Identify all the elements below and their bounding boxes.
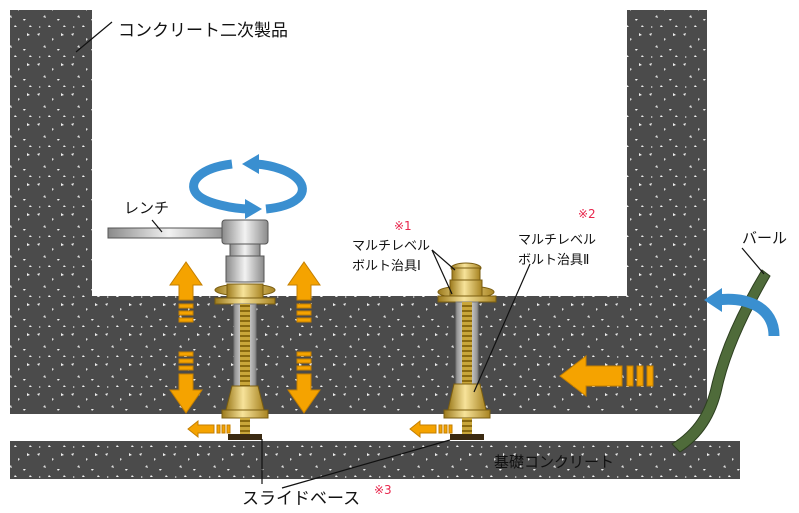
wrench-label: レンチ xyxy=(124,199,169,217)
jig2-label-line2: ボルト治具Ⅱ xyxy=(518,253,589,268)
crowbar-label: バール xyxy=(742,229,787,247)
slide-base-label: スライドベース xyxy=(242,489,360,509)
left-jig-assembly xyxy=(214,283,276,440)
jig1-leader-a xyxy=(431,249,456,271)
right-jig-assembly xyxy=(437,262,497,440)
jig1-label-line1: マルチレベル xyxy=(352,239,430,254)
down-arrow-icon xyxy=(169,351,321,414)
slide-base-note: ※3 xyxy=(374,483,392,497)
foundation-concrete-slab xyxy=(10,441,740,479)
crowbar-leader xyxy=(741,247,765,275)
concrete-secondary-product xyxy=(10,10,707,414)
up-arrow-icon xyxy=(169,261,321,323)
jig2-note: ※2 xyxy=(578,207,596,221)
foundation-label: 基礎コンクリート xyxy=(494,453,614,471)
secondary-product-label: コンクリート二次製品 xyxy=(118,21,288,41)
jig2-label-line1: マルチレベル xyxy=(518,233,596,248)
secondary-product-leader xyxy=(75,21,113,53)
lever-arrow-icon xyxy=(704,288,780,337)
jig1-label-line2: ボルト治具Ⅰ xyxy=(352,259,421,274)
wrench-leader xyxy=(151,219,163,233)
wrench-icon xyxy=(107,219,269,283)
jig1-leader-b xyxy=(431,249,453,295)
small-left-arrow-icon xyxy=(187,419,453,439)
rotation-arrow-icon xyxy=(189,154,307,219)
push-left-arrow-icon xyxy=(559,354,654,398)
jig1-note: ※1 xyxy=(394,219,412,233)
jig2-leader xyxy=(473,263,531,393)
crowbar-icon xyxy=(671,269,771,453)
slide-base-leader-right xyxy=(281,439,451,489)
